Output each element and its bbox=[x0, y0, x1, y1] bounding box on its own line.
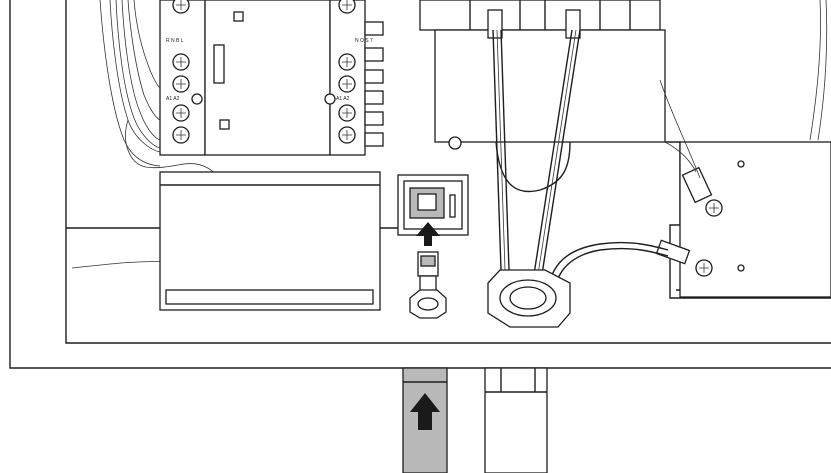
contactor-left: R N B L A1 A2 bbox=[159, 0, 331, 156]
contactor-right-terminals bbox=[324, 0, 356, 144]
contactor-left-terminals bbox=[172, 0, 203, 144]
rj45-plug bbox=[409, 251, 447, 319]
conduit-right bbox=[484, 367, 548, 473]
cable-gland bbox=[487, 269, 571, 328]
terminal-labels-left-upper: R N B L bbox=[166, 38, 184, 44]
power-cables bbox=[492, 29, 669, 301]
terminal-strip-box bbox=[159, 171, 381, 311]
wire-bundle-left bbox=[99, 0, 161, 167]
transformer bbox=[419, 0, 666, 193]
rj45-socket bbox=[397, 174, 469, 236]
terminal-labels-right-lower: A1 A2 bbox=[336, 96, 350, 102]
terminal-labels-right-upper: N O S 7 bbox=[355, 38, 373, 44]
conduit-left bbox=[402, 367, 448, 473]
up-arrow-icon bbox=[410, 393, 440, 430]
contactor-right: N O S 7 A1 A2 bbox=[324, 0, 384, 156]
ground-bracket bbox=[655, 0, 831, 299]
enclosure-outer bbox=[9, 0, 831, 369]
insert-arrow-icon bbox=[416, 222, 440, 246]
terminal-labels-left-lower: A1 A2 bbox=[166, 96, 180, 102]
